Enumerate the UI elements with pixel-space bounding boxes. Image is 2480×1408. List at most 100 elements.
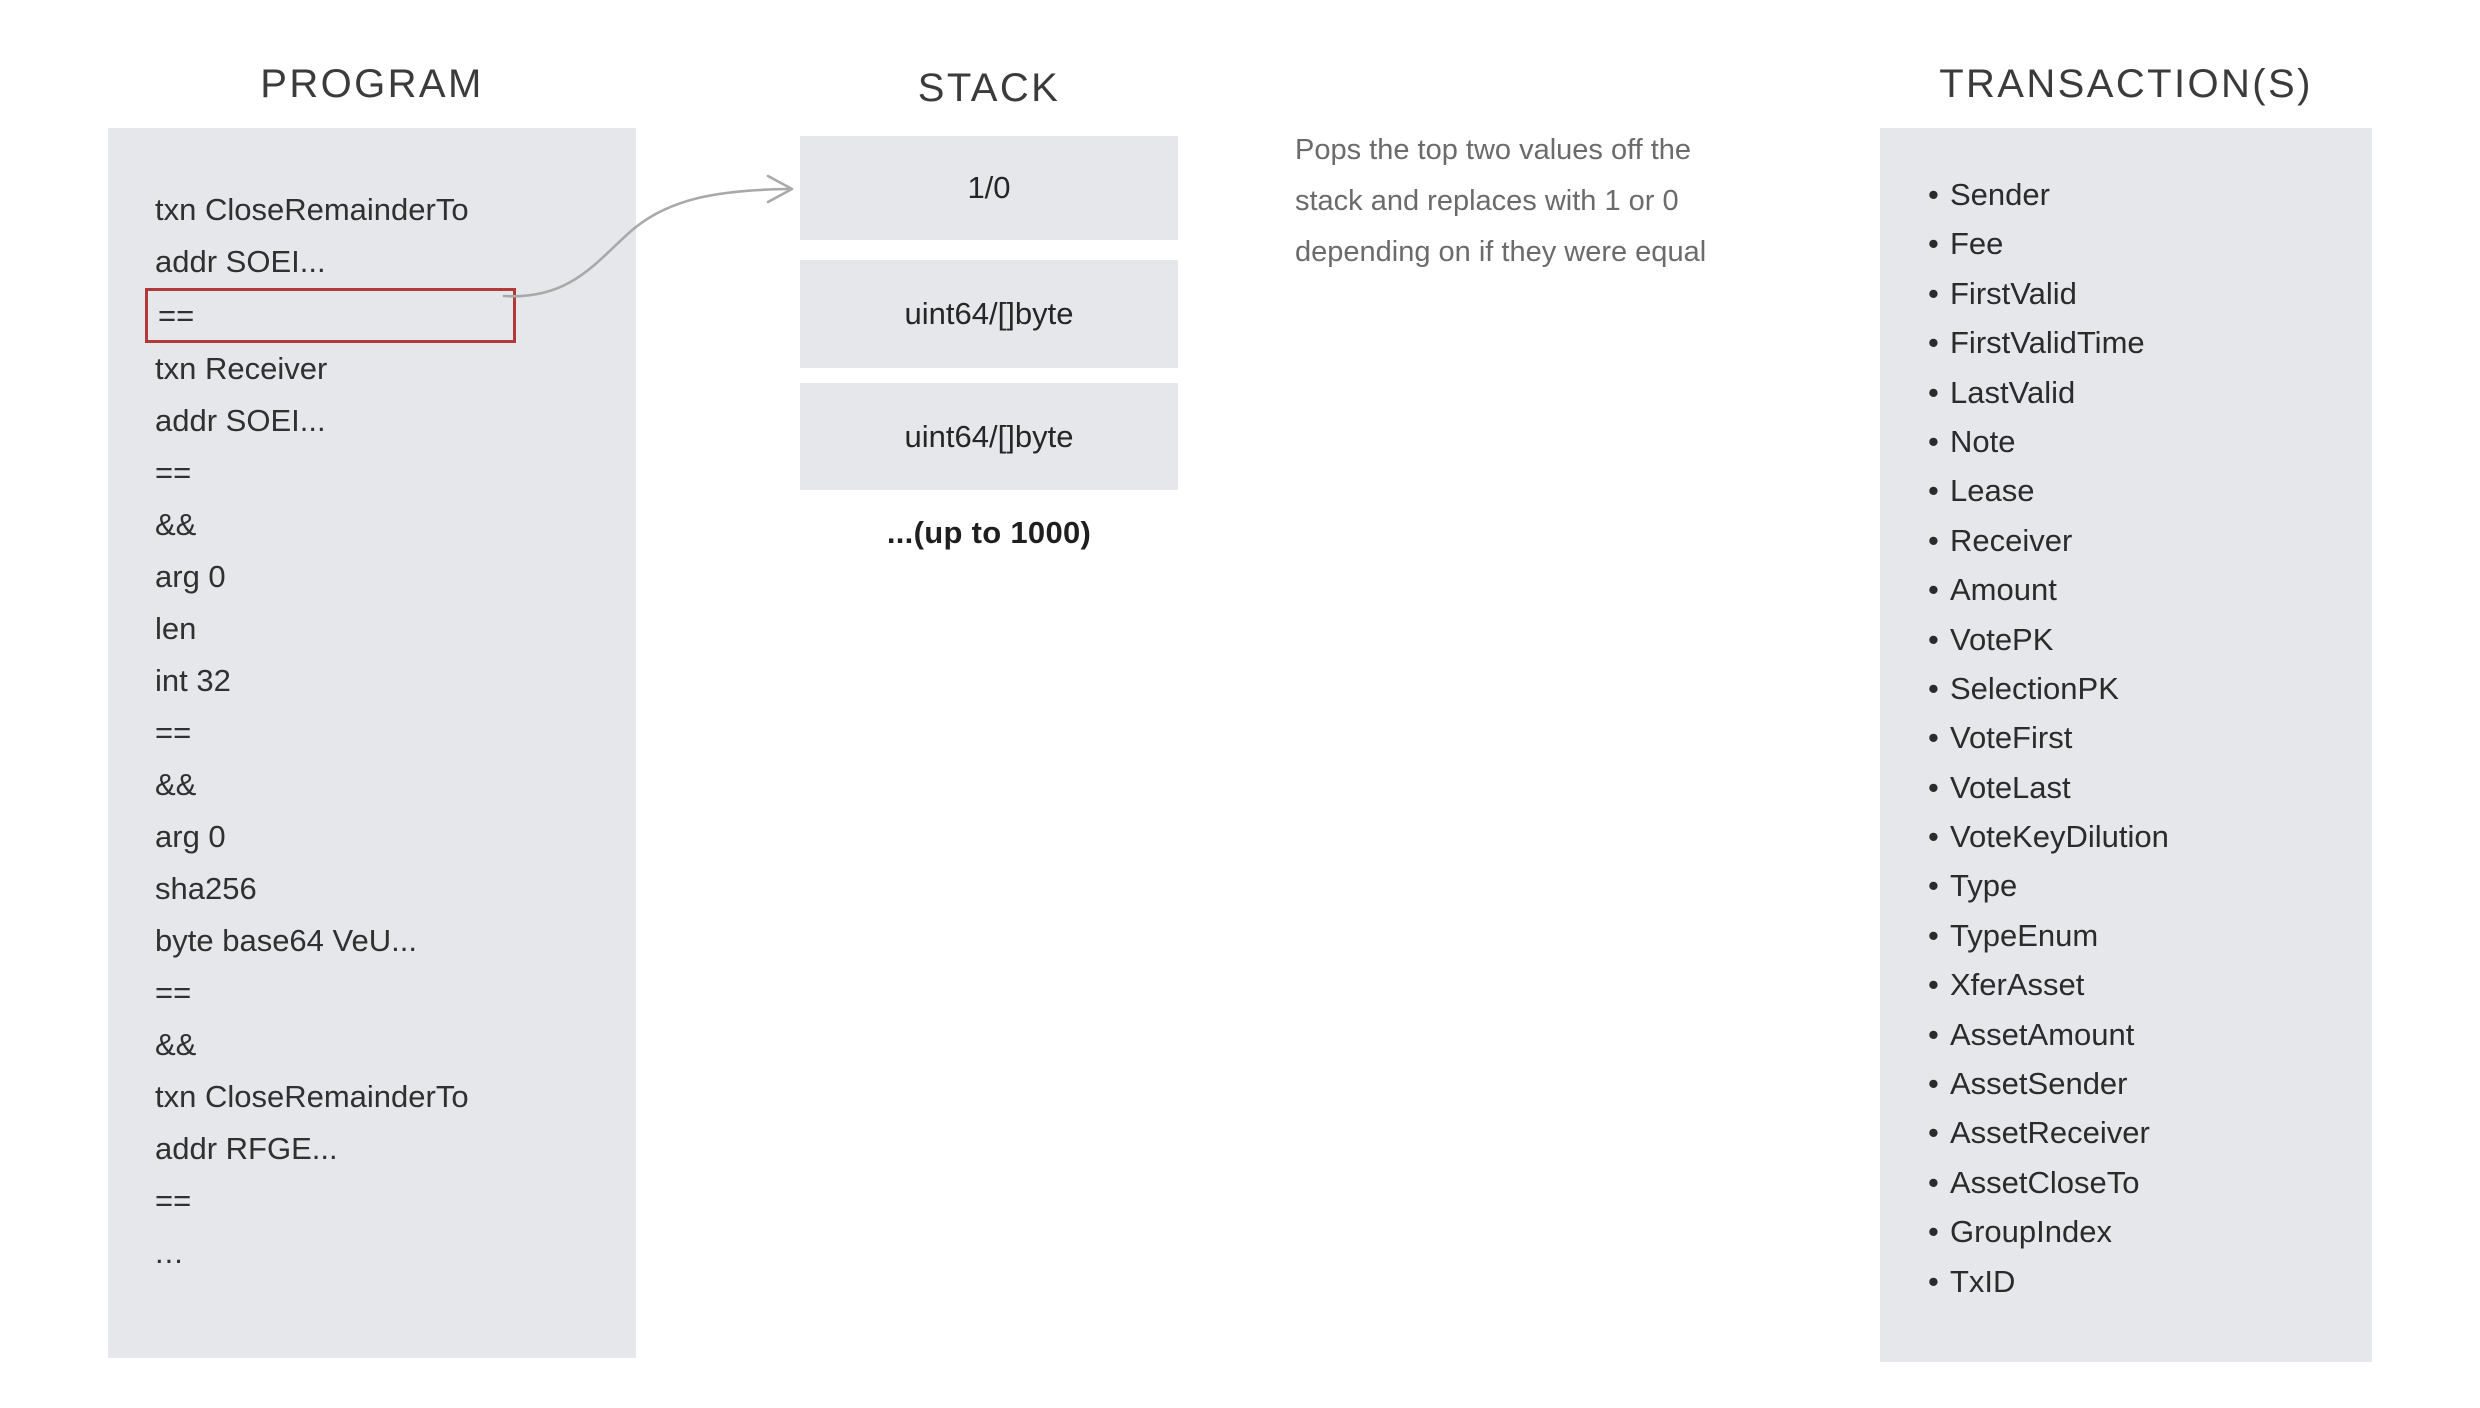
bullet-icon: •	[1928, 670, 1939, 706]
transaction-field-label: Sender	[1950, 177, 2050, 212]
transaction-field-label: FirstValidTime	[1950, 325, 2145, 361]
bullet-icon: •	[1928, 275, 1939, 311]
transaction-field: •LastValid	[1880, 368, 2372, 417]
program-line: ==	[155, 455, 192, 490]
transaction-field-label: Note	[1950, 423, 2016, 459]
program-line: ==	[155, 715, 192, 750]
transaction-field-label: FirstValid	[1950, 275, 2077, 311]
bullet-icon: •	[1928, 572, 1939, 608]
program-line: txn CloseRemainderTo	[155, 192, 469, 227]
transaction-field: • FirstValidTime	[1880, 318, 2372, 367]
transaction-field: • TxID	[1880, 1257, 2372, 1306]
program-line: ...	[155, 1235, 184, 1270]
transaction-field-label: AssetAmount	[1950, 1016, 2135, 1052]
bullet-icon: •	[1928, 1115, 1939, 1151]
bullet-icon: •	[1928, 917, 1939, 953]
transaction-field-label: AssetReceiver	[1950, 1115, 2150, 1151]
transaction-field-list: •Sender•Fee•FirstValid•FirstValidTime•La…	[1880, 128, 2372, 1306]
bullet-icon: •	[1928, 967, 1939, 1003]
bullet-icon: •	[1928, 522, 1939, 558]
program-line: addr SOEI...	[155, 403, 326, 438]
transaction-field: • GroupIndex	[1880, 1207, 2372, 1256]
program-panel: txn CloseRemainderTo addr SOEI... == txn Re…	[108, 128, 636, 1358]
transaction-field: •TypeEnum	[1880, 911, 2372, 960]
stack-slot-second: uint64/[]byte	[800, 260, 1178, 368]
transaction-field-label: AssetCloseTo	[1950, 1164, 2140, 1200]
program-line: &&	[155, 767, 197, 802]
opcode-description-line-1: Pops the top two values off the	[1295, 134, 1692, 166]
transaction-field: • AssetCloseTo	[1880, 1158, 2372, 1207]
program-line: ==	[155, 1183, 192, 1218]
bullet-icon: •	[1928, 1066, 1939, 1102]
transaction-field: • Fee	[1880, 219, 2372, 268]
bullet-icon: •	[1928, 1214, 1939, 1250]
bullet-icon: •	[1928, 1016, 1939, 1052]
transaction-field-label: VoteKeyDilution	[1950, 819, 2169, 855]
transaction-field: •Lease	[1880, 466, 2372, 515]
program-line-highlighted: ==	[145, 288, 516, 343]
bullet-icon: •	[1928, 1164, 1939, 1200]
stack-slot-third: uint64/[]byte	[800, 383, 1178, 490]
transaction-field: • Note	[1880, 417, 2372, 466]
transaction-panel: •Sender•Fee•FirstValid•FirstValidTime•La…	[1880, 128, 2372, 1362]
transaction-field: • Type	[1880, 861, 2372, 910]
program-line: &&	[155, 507, 197, 542]
bullet-icon: •	[1928, 621, 1939, 657]
bullet-icon: •	[1928, 819, 1939, 855]
program-line: arg 0	[155, 819, 226, 854]
transaction-field: • Amount	[1880, 565, 2372, 614]
stack-column-title: STACK	[917, 66, 1061, 110]
bullet-icon: •	[1928, 177, 1939, 212]
transaction-field: • AssetSender	[1880, 1059, 2372, 1108]
transaction-field-label: SelectionPK	[1950, 670, 2119, 706]
bullet-icon: •	[1928, 720, 1939, 756]
program-line: len	[155, 611, 197, 646]
transaction-field: • VoteFirst	[1880, 713, 2372, 762]
transaction-field-label: Amount	[1950, 572, 2057, 608]
transaction-column-title: TRANSACTION(S)	[1939, 62, 2313, 106]
transaction-field-label: VoteLast	[1950, 769, 2071, 805]
transaction-field-label: GroupIndex	[1950, 1214, 2112, 1250]
program-line: arg 0	[155, 559, 226, 594]
program-line: addr RFGE...	[155, 1131, 338, 1166]
transaction-field: • AssetAmount	[1880, 1010, 2372, 1059]
transaction-field-label: Type	[1950, 868, 2018, 904]
opcode-description-line-2: stack and replaces with 1 or 0	[1295, 185, 1679, 217]
transaction-field: • VoteKeyDilution	[1880, 812, 2372, 861]
program-line: txn Receiver	[155, 351, 328, 386]
program-line: int 32	[155, 663, 231, 698]
transaction-field-label: VoteFirst	[1950, 720, 2073, 756]
bullet-icon: •	[1928, 769, 1939, 805]
program-line: sha256	[155, 871, 257, 906]
stack-slot-top: 1/0	[800, 136, 1178, 240]
program-instruction-list: txn CloseRemainderTo addr SOEI... == txn Re…	[108, 128, 636, 1279]
bullet-icon: •	[1928, 1263, 1939, 1299]
transaction-field: • XferAsset	[1880, 960, 2372, 1009]
transaction-field-label: Lease	[1950, 473, 2035, 509]
transaction-field: • FirstValid	[1880, 269, 2372, 318]
transaction-field: • VoteLast	[1880, 763, 2372, 812]
transaction-field-label: Receiver	[1950, 522, 2073, 558]
transaction-field: • VotePK	[1880, 615, 2372, 664]
program-line: byte base64 VeU...	[155, 923, 417, 958]
opcode-description-line-3: depending on if they were equal	[1295, 236, 1707, 268]
program-line: txn CloseRemainderTo	[155, 1079, 469, 1114]
transaction-field-label: AssetSender	[1950, 1066, 2128, 1102]
opcode-description: Pops the top two values off the stack an…	[1295, 125, 1795, 278]
transaction-field-label: Fee	[1950, 226, 2004, 262]
bullet-icon: •	[1928, 868, 1939, 904]
bullet-icon: •	[1928, 226, 1939, 262]
bullet-icon: •	[1928, 325, 1939, 361]
program-line: &&	[155, 1027, 197, 1062]
transaction-field: • Sender	[1880, 170, 2372, 219]
transaction-field-label: XferAsset	[1950, 967, 2085, 1003]
program-line: addr SOEI...	[155, 244, 326, 279]
program-column-title: PROGRAM	[260, 62, 484, 106]
transaction-field-label: TxID	[1950, 1263, 2016, 1299]
transaction-field: • SelectionPK	[1880, 664, 2372, 713]
transaction-field: • Receiver	[1880, 516, 2372, 565]
transaction-field-label: VotePK	[1950, 621, 2054, 657]
transaction-field-label: LastValid	[1950, 374, 2076, 410]
bullet-icon: •	[1928, 423, 1939, 459]
